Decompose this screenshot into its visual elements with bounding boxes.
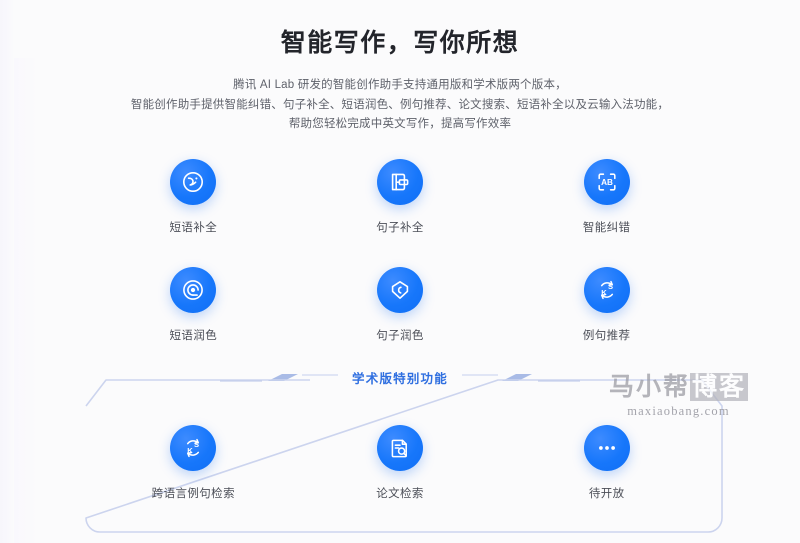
academic-features-grid: S K 跨语言例句检索 论文检索 [90,425,710,501]
ellipsis-icon [583,425,630,471]
header: 智能写作，写你所想 腾讯 AI Lab 研发的智能创作助手支持通用版和学术版两个… [0,0,800,135]
sentence-complete-icon [376,158,423,205]
page-description: 腾讯 AI Lab 研发的智能创作助手支持通用版和学术版两个版本， 智能创作助手… [0,76,800,135]
svg-text:AB: AB [601,178,613,187]
feature-coming-soon[interactable]: 待开放 [503,425,710,501]
feature-label: 跨语言例句检索 [151,488,235,500]
page-title: 智能写作，写你所想 [280,29,520,57]
feature-label: 智能纠错 [582,221,631,234]
feature-sentence-complete[interactable]: 句子补全 [297,158,504,235]
svg-text:K: K [188,446,194,455]
feature-paper-search[interactable]: 论文检索 [297,425,504,501]
cross-language-search-icon: S K [170,425,217,471]
feature-label: 例句推荐 [582,329,631,342]
feature-label: 短语补全 [169,221,218,234]
feature-ab-correction[interactable]: AB 智能纠错 [503,158,710,235]
description-line-1: 腾讯 AI Lab 研发的智能创作助手支持通用版和学术版两个版本， [233,79,567,92]
description-line-2: 智能创作助手提供智能纠错、句子补全、短语润色、例句推荐、论文搜索、短语补全以及云… [130,98,670,111]
feature-phrase-complete[interactable]: 短语补全 [90,158,297,235]
phrase-complete-icon [170,158,217,205]
phrase-polish-icon [170,266,217,313]
feature-label: 句子润色 [376,329,424,342]
feature-sentence-polish[interactable]: 句子润色 [297,266,504,343]
ab-correction-icon: AB [583,158,630,205]
feature-label: 待开放 [588,488,625,500]
academic-section-box [84,376,724,536]
feature-label: 短语润色 [169,329,218,342]
paper-search-icon [376,425,423,471]
general-features-grid: 短语补全 句子补全 AB [90,158,710,343]
feature-phrase-polish[interactable]: 短语润色 [90,266,297,343]
example-recommend-icon: S K [583,266,630,313]
feature-example-recommend[interactable]: S K 例句推荐 [503,266,710,343]
academic-box-outline [85,379,723,533]
svg-text:S: S [194,440,199,449]
feature-label: 论文检索 [376,488,424,500]
feature-label: 句子补全 [376,221,424,234]
description-line-3: 帮助您轻松完成中英文写作，提高写作效率 [288,118,512,131]
sentence-polish-icon [376,266,423,313]
feature-cross-language-search[interactable]: S K 跨语言例句检索 [90,425,297,501]
svg-text:K: K [601,288,607,297]
svg-text:S: S [608,282,613,291]
